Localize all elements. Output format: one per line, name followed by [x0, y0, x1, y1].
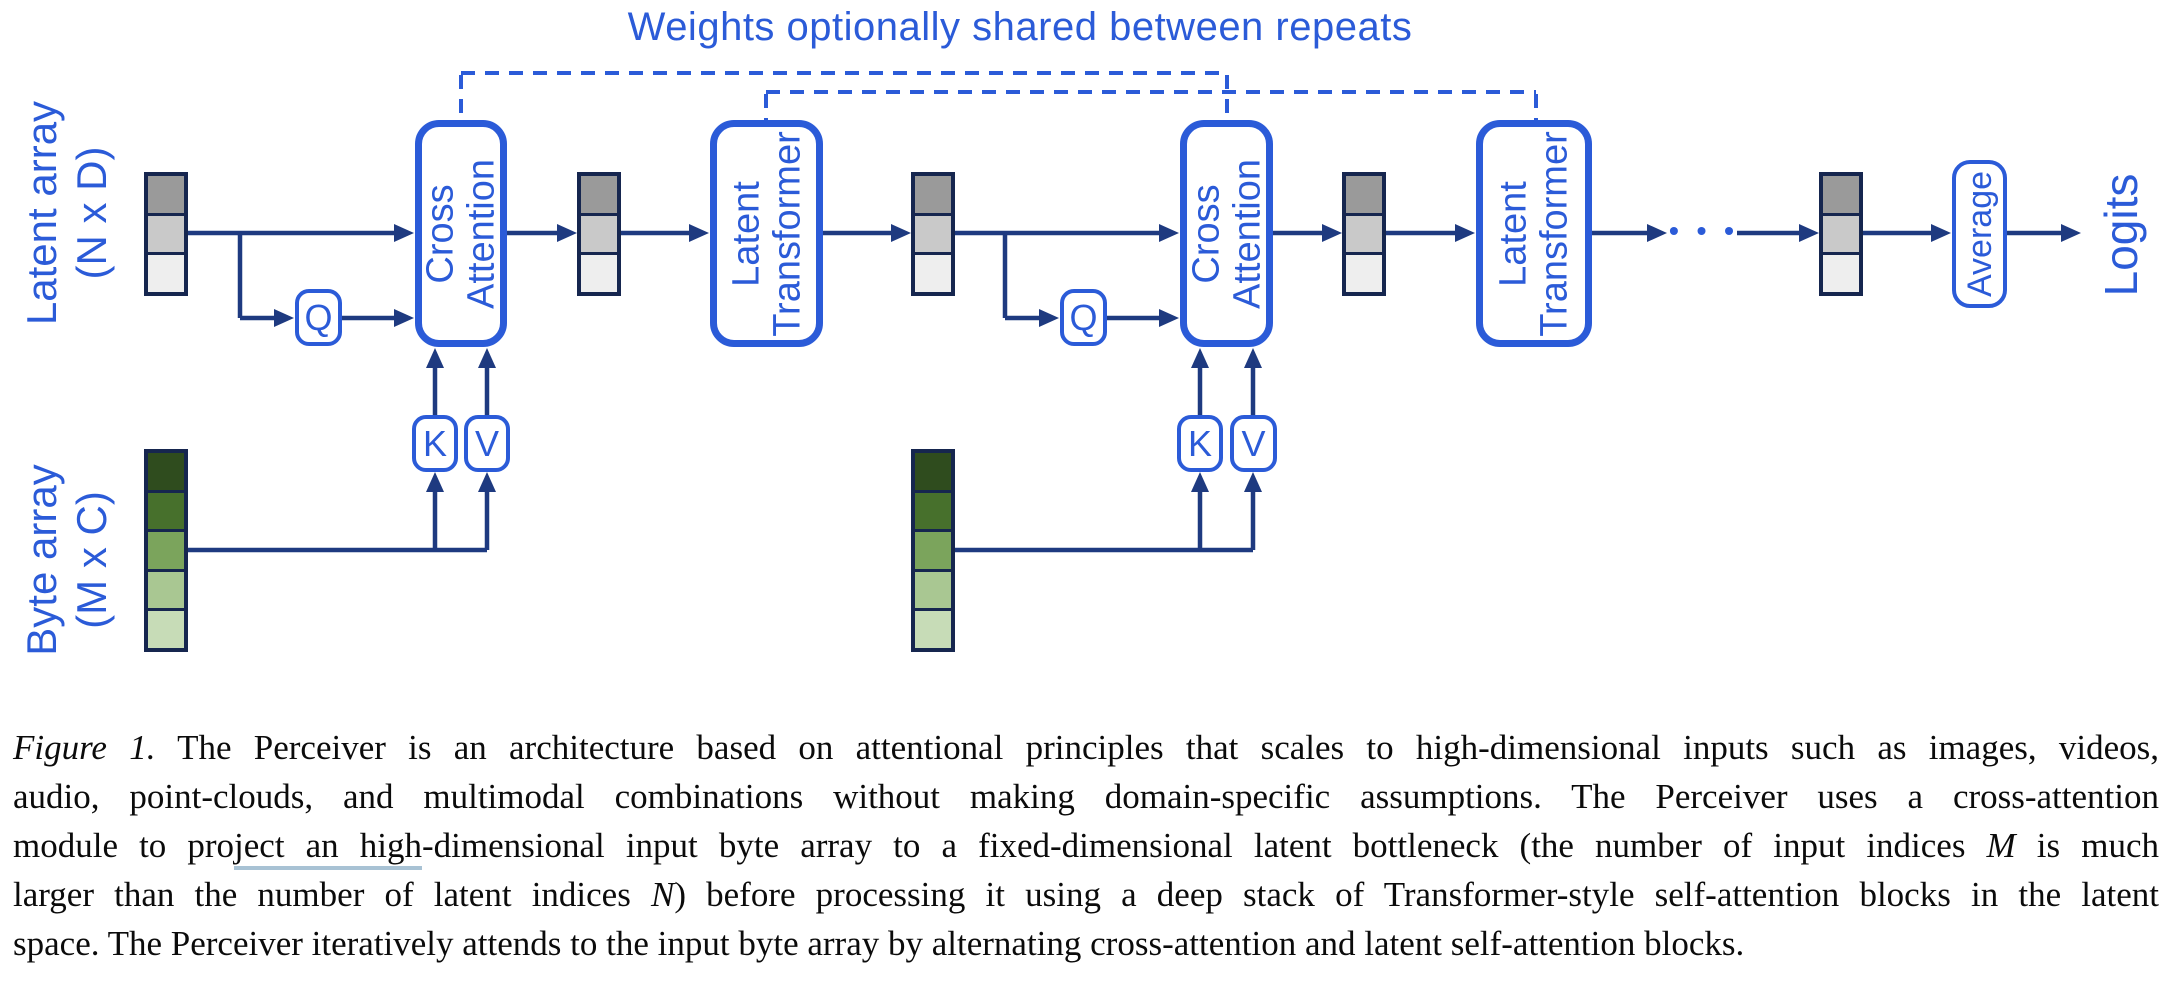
caption-text: -dimensional input byte array to a fixed…: [422, 826, 1987, 865]
figure-caption: Figure 1. The Perceiver is an architectu…: [13, 723, 2159, 968]
byte-array-stack-1: [144, 449, 188, 652]
q-label-2: Q: [1069, 296, 1098, 338]
cross-attention-label-2: Cross Attention: [1184, 158, 1268, 309]
v-projection-1: V: [464, 415, 510, 472]
caption-text: module to pro: [13, 826, 235, 865]
array-cell: [915, 608, 951, 648]
caption-text: N: [650, 875, 675, 914]
array-cell: [1346, 176, 1382, 213]
array-cell: [1346, 252, 1382, 293]
latent-array-stack-2: [577, 172, 621, 296]
array-cell: [148, 453, 184, 490]
cross-attention-block-1: Cross Attention: [415, 120, 507, 347]
array-cell: [148, 568, 184, 609]
array-cell: [915, 176, 951, 213]
array-cell: [915, 568, 951, 609]
caption-text: M: [1986, 826, 2016, 865]
weights-shared-title: Weights optionally shared between repeat…: [627, 5, 1413, 49]
latent-array-stack-3: [911, 172, 955, 296]
latent-transformer-block-1: Latent Transformer: [710, 120, 823, 347]
caption-text: ject an high: [234, 826, 422, 870]
array-cell: [148, 529, 184, 569]
caption-line-3: module to project an high-dimensional in…: [13, 821, 2159, 870]
array-cell: [581, 212, 617, 253]
caption-text: is much: [2015, 826, 2159, 865]
caption-text: larger than the number of latent indices: [13, 875, 651, 914]
wires-layer: [187, 71, 2081, 553]
k-label-2: K: [1187, 422, 1212, 464]
v-projection-2: V: [1230, 415, 1277, 472]
caption-line-1: Figure 1. The Perceiver is an architectu…: [13, 723, 2159, 772]
latent-transformer-label-2: Latent Transformer: [1492, 130, 1575, 337]
array-cell: [148, 176, 184, 213]
v-label-2: V: [1241, 422, 1266, 464]
array-cell: [1823, 252, 1859, 293]
array-cell: [915, 252, 951, 293]
array-cell: [915, 212, 951, 253]
caption-line-5: space. The Perceiver iteratively attends…: [13, 919, 2159, 968]
v-label-1: V: [474, 422, 499, 464]
q-label-1: Q: [304, 296, 333, 338]
repeat-ellipsis: • • •: [1669, 215, 1739, 246]
caption-line-2: audio, point-clouds, and multimodal comb…: [13, 772, 2159, 821]
caption-text: audio, point-clouds, and multimodal comb…: [13, 777, 2159, 816]
cross-attention-label-1: Cross Attention: [419, 158, 502, 309]
k-projection-1: K: [412, 415, 458, 472]
array-cell: [148, 489, 184, 530]
array-cell: [1346, 212, 1382, 253]
caption-text: space. The Perceiver iteratively attends…: [13, 924, 1745, 963]
average-block: Average: [1952, 160, 2007, 308]
caption-text: Figure 1.: [13, 728, 156, 767]
array-cell: [148, 252, 184, 293]
array-cell: [915, 453, 951, 490]
latent-transformer-label-1: Latent Transformer: [724, 130, 808, 337]
q-projection-2: Q: [1060, 289, 1107, 346]
caption-line-4: larger than the number of latent indices…: [13, 870, 2159, 919]
cross-attention-block-2: Cross Attention: [1180, 120, 1273, 347]
k-projection-2: K: [1177, 415, 1223, 472]
array-cell: [148, 608, 184, 648]
q-projection-1: Q: [295, 289, 342, 346]
array-cell: [1823, 212, 1859, 253]
logits-label: Logits: [2095, 173, 2147, 297]
caption-text: ) before processing it using a deep stac…: [674, 875, 2159, 914]
latent-transformer-block-2: Latent Transformer: [1476, 120, 1592, 347]
k-label-1: K: [422, 422, 447, 464]
latent-array-stack-1: [144, 172, 188, 296]
latent-array-stack-5: [1819, 172, 1863, 296]
latent-array-stack-4: [1342, 172, 1386, 296]
array-cell: [148, 212, 184, 253]
array-cell: [1823, 176, 1859, 213]
caption-text: The Perceiver is an architecture based o…: [155, 728, 2159, 767]
array-cell: [915, 529, 951, 569]
array-cell: [915, 489, 951, 530]
byte-array-stack-2: [911, 449, 955, 652]
array-cell: [581, 176, 617, 213]
array-cell: [581, 252, 617, 293]
average-label: Average: [1960, 170, 1999, 298]
